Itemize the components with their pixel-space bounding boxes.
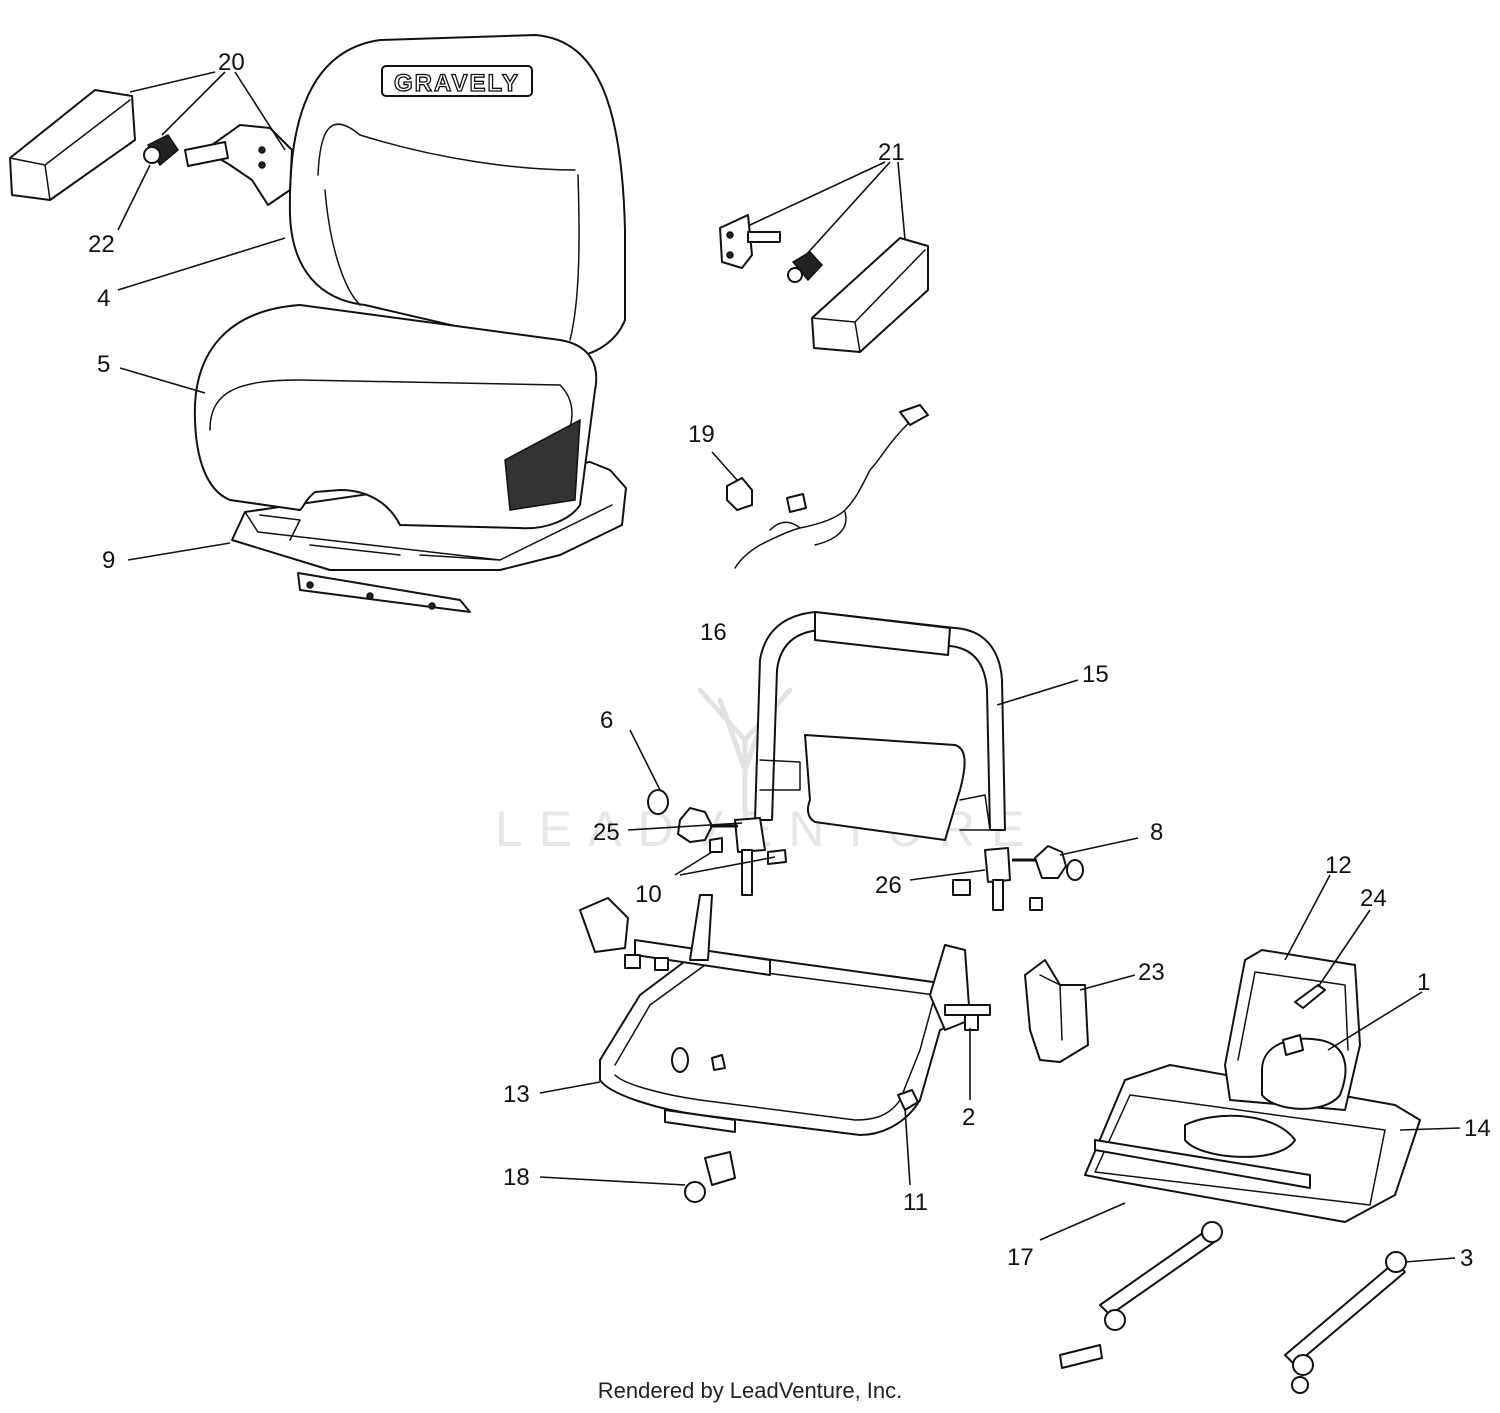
rail-rear: [1284, 1261, 1406, 1366]
callout-13: 13: [503, 1081, 530, 1108]
back-frame-tube: [754, 611, 1006, 831]
right-pivot-bracket: [984, 847, 1011, 883]
air-spring: [1261, 1037, 1347, 1110]
callout-2: 2: [962, 1104, 975, 1131]
callout-labels: 20 22 4 5 9 21 19 16 15 6 25 8 10 26 12 …: [88, 49, 1491, 1272]
seatbelt-group: [579, 897, 1089, 1063]
callout-12: 12: [1325, 852, 1352, 879]
seat-frame-group: [599, 894, 991, 1136]
callout-14: 14: [1464, 1115, 1491, 1142]
suspension-crossbar: [1094, 1139, 1311, 1189]
callout-19: 19: [688, 421, 715, 448]
nut-a: [1029, 897, 1043, 911]
left-armrest-pad: [9, 89, 136, 201]
callout-1: 1: [1417, 969, 1430, 996]
callout-15: 15: [1082, 661, 1109, 688]
callout-10: 10: [635, 881, 662, 908]
footer-credit: Rendered by LeadVenture, Inc.: [597, 1378, 903, 1403]
suspension-group: [1059, 949, 1421, 1394]
callout-17: 17: [1007, 1244, 1034, 1271]
callout-8: 8: [1150, 819, 1163, 846]
callout-18: 18: [503, 1164, 530, 1191]
wire-harness-group: [726, 404, 929, 569]
bolt-b: [767, 849, 787, 865]
gravely-logo-text: GRAVELY: [394, 70, 520, 97]
adjust-knob-left: [677, 807, 713, 843]
left-armrest-group: [9, 89, 293, 206]
adjust-latch-18: [704, 1151, 736, 1186]
adjust-knob-right: [1034, 845, 1067, 879]
back-frame-panel: [804, 734, 966, 841]
seatbelt-left: [579, 897, 629, 953]
left-pivot-bracket: [734, 817, 766, 853]
grommet-11: [897, 1089, 919, 1111]
callout-4: 4: [97, 285, 110, 312]
knobs-group: [647, 789, 1084, 881]
leader-lines: [117, 71, 1461, 1263]
wire-harness: [734, 419, 913, 569]
knob-washer-left: [647, 789, 669, 815]
seat-switch: [726, 477, 753, 511]
callout-3: 3: [1460, 1245, 1473, 1272]
callout-16: 16: [700, 619, 727, 646]
bolts-group: [709, 837, 1043, 911]
callout-24: 24: [1360, 885, 1387, 912]
callout-5: 5: [97, 351, 110, 378]
left-armrest-bracket: [204, 124, 293, 206]
seat-cushion: [193, 304, 598, 530]
spacer-left-2: [654, 957, 669, 971]
callout-26: 26: [875, 872, 902, 899]
callout-25: 25: [593, 819, 620, 846]
seat-backrest: [288, 34, 626, 356]
right-armrest-pivot: [791, 251, 824, 282]
right-armrest-group: [719, 214, 929, 353]
back-frame-group: [734, 611, 1011, 911]
shock-absorber: [1294, 984, 1326, 1009]
spacer-2: [964, 1014, 979, 1031]
right-armrest-pad: [811, 237, 929, 353]
gravely-logo-badge: [381, 65, 533, 97]
callout-11: 11: [903, 1189, 928, 1216]
seat-assembly: GRAVELY: [193, 34, 627, 613]
rail-front: [1099, 1227, 1221, 1316]
callout-22: 22: [88, 231, 115, 258]
spacer-left: [624, 954, 641, 969]
seat-frame: [599, 949, 966, 1136]
bolt-a: [709, 837, 723, 853]
callout-6: 6: [600, 707, 613, 734]
knob-washer-right: [1066, 859, 1084, 881]
callout-9: 9: [102, 547, 115, 574]
callout-20: 20: [218, 49, 245, 76]
seatbelt-retractor: [1024, 959, 1089, 1063]
bolt-c: [952, 879, 971, 896]
callout-21: 21: [878, 139, 905, 166]
misc-hardware: [684, 1089, 919, 1203]
callout-23: 23: [1138, 959, 1165, 986]
